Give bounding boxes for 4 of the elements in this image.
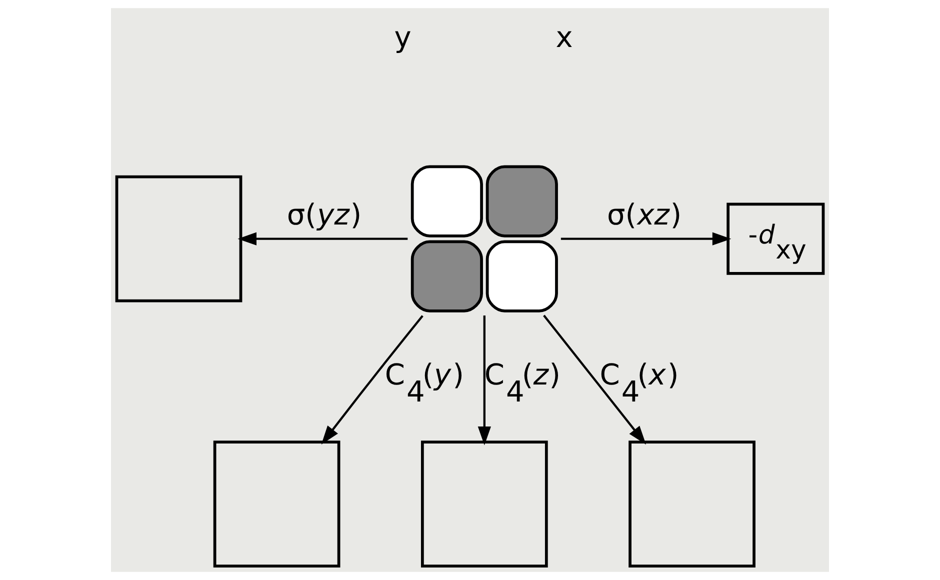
- edge-label: σ(xz): [606, 197, 682, 232]
- label: x: [556, 20, 573, 54]
- label: y: [394, 20, 412, 54]
- edge-label: σ(yz): [286, 197, 362, 232]
